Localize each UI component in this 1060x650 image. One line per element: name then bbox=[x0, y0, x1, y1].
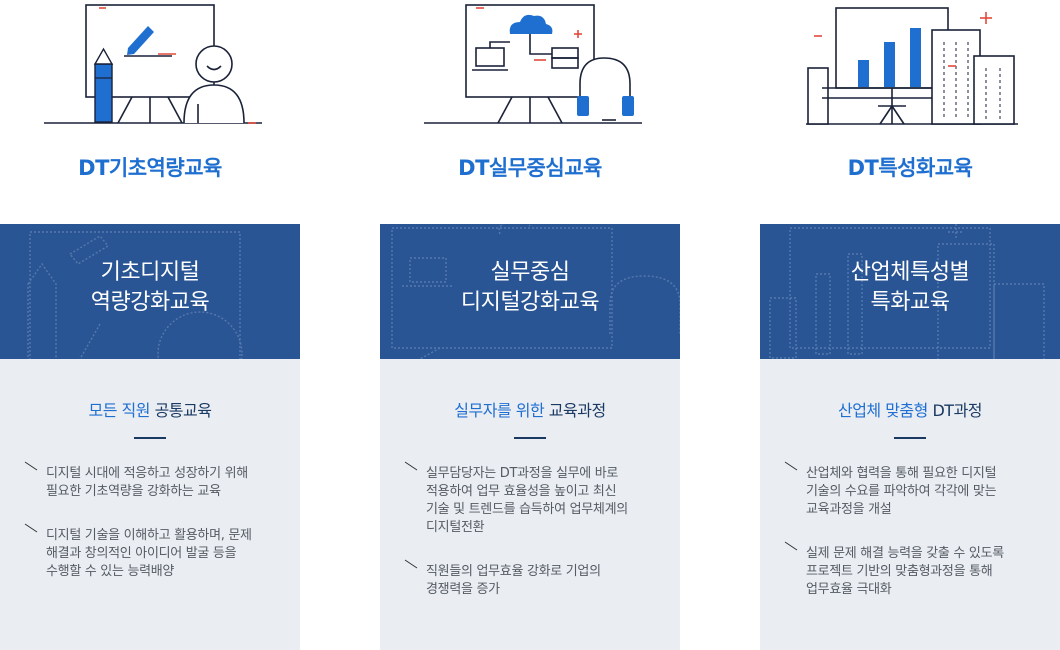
diagonal-bullet-icon bbox=[24, 523, 38, 537]
list-item: 실무담당자는 DT과정을 실무에 바로 적용하여 업무 효율성을 높이고 최신 … bbox=[380, 461, 680, 537]
diagonal-bullet-icon bbox=[784, 541, 798, 555]
list-item: 디지털 기술을 이해하고 활용하며, 문제 해결과 창의적인 아이디어 발굴 등… bbox=[0, 523, 300, 581]
item-line: 수행할 수 있는 능력배양 bbox=[46, 564, 175, 579]
divider bbox=[134, 437, 166, 439]
item-line: 업무효율 극대화 bbox=[806, 582, 892, 597]
item-line: 기술의 수요를 파악하여 각각에 맞는 bbox=[806, 484, 997, 499]
section-subtitle: 산업체 맞춤형 DT과정 bbox=[760, 397, 1060, 421]
column-specialized: DT특성화교육 산업체특성별 특화교육 산업체 맞춤형 DT과정 bbox=[760, 0, 1060, 650]
item-line: 디지털전환 bbox=[426, 520, 485, 535]
item-line: 필요한 기초역량을 강화하는 교육 bbox=[46, 484, 221, 499]
banner-line: 실무중심 bbox=[490, 260, 570, 285]
section-panel: 실무자를 위한 교육과정 실무담당자는 DT과정을 실무에 바로 적용하여 업무… bbox=[380, 359, 680, 650]
diagonal-bullet-icon bbox=[24, 461, 38, 475]
item-line: 직원들의 업무효율 강화로 기업의 bbox=[426, 564, 601, 579]
remote-work-icon bbox=[380, 0, 680, 130]
column-practical: DT실무중심교육 실무중심 디지털강화교육 실무자를 위한 교육과정 bbox=[380, 0, 680, 650]
section-title: DT기초역량교육 bbox=[78, 156, 222, 180]
item-line: 실무담당자는 DT과정을 실무에 바로 bbox=[426, 466, 619, 481]
banner-line: 기초디지털 bbox=[100, 260, 200, 285]
list-item: 실제 문제 해결 능력을 갖출 수 있도록 프로젝트 기반의 맞춤형과정을 통해… bbox=[760, 541, 1060, 599]
item-line: 경쟁력을 증가 bbox=[426, 582, 500, 597]
subtitle-rest: DT과정 bbox=[932, 401, 983, 420]
item-line: 프로젝트 기반의 맞춤형과정을 통해 bbox=[806, 564, 993, 579]
banner-line: 특화교육 bbox=[870, 290, 950, 315]
subtitle-accent: 산업체 맞춤형 bbox=[837, 401, 928, 420]
section-banner: 기초디지털 역량강화교육 bbox=[0, 224, 300, 359]
banner-pattern-icon bbox=[391, 224, 680, 359]
banner-pattern-icon bbox=[769, 224, 1045, 359]
section-subtitle: 실무자를 위한 교육과정 bbox=[380, 397, 680, 421]
section-panel: 모든 직원 공통교육 디지털 시대에 적응하고 성장하기 위해 필요한 기초역량… bbox=[0, 359, 300, 650]
subtitle-rest: 교육과정 bbox=[548, 401, 606, 420]
banner-pattern-icon bbox=[27, 231, 243, 359]
list-item: 직원들의 업무효율 강화로 기업의 경쟁력을 증가 bbox=[380, 559, 680, 599]
teacher-board-icon bbox=[0, 0, 300, 130]
column-basic: DT기초역량교육 기초디지털 역량강화교육 모든 직원 공통교육 디지털 시대에… bbox=[0, 0, 300, 650]
item-line: 산업체와 협력을 통해 필요한 디지털 bbox=[806, 466, 997, 481]
diagonal-bullet-icon bbox=[404, 461, 418, 475]
banner-line: 산업체특성별 bbox=[850, 260, 970, 285]
banner-line: 디지털강화교육 bbox=[460, 290, 600, 315]
item-line: 디지털 기술을 이해하고 활용하며, 문제 bbox=[46, 528, 252, 543]
list-item: 디지털 시대에 적응하고 성장하기 위해 필요한 기초역량을 강화하는 교육 bbox=[0, 461, 300, 501]
subtitle-accent: 실무자를 위한 bbox=[454, 401, 545, 420]
item-line: 실제 문제 해결 능력을 갖출 수 있도록 bbox=[806, 546, 1004, 561]
diagonal-bullet-icon bbox=[784, 461, 798, 475]
subtitle-rest: 공통교육 bbox=[154, 401, 212, 420]
section-banner: 실무중심 디지털강화교육 bbox=[380, 224, 680, 359]
item-line: 기술 및 트렌드를 습득하여 업무체계의 bbox=[426, 502, 628, 517]
item-line: 디지털 시대에 적응하고 성장하기 위해 bbox=[46, 466, 248, 481]
list-item: 산업체와 협력을 통해 필요한 디지털 기술의 수요를 파악하여 각각에 맞는 … bbox=[760, 461, 1060, 519]
item-line: 해결과 창의적인 아이디어 발굴 등을 bbox=[46, 546, 237, 561]
section-panel: 산업체 맞춤형 DT과정 산업체와 협력을 통해 필요한 디지털 기술의 수요를… bbox=[760, 359, 1060, 650]
diagonal-bullet-icon bbox=[404, 559, 418, 573]
divider bbox=[514, 437, 546, 439]
section-title: DT실무중심교육 bbox=[458, 156, 602, 180]
section-title: DT특성화교육 bbox=[847, 156, 973, 180]
subtitle-accent: 모든 직원 bbox=[88, 401, 151, 420]
item-line: 적용하여 업무 효율성을 높이고 최신 bbox=[426, 484, 617, 499]
item-line: 교육과정을 개설 bbox=[806, 502, 892, 517]
banner-line: 역량강화교육 bbox=[90, 290, 210, 315]
divider bbox=[894, 437, 926, 439]
section-subtitle: 모든 직원 공통교육 bbox=[0, 397, 300, 421]
industry-chart-icon bbox=[760, 0, 1060, 130]
section-banner: 산업체특성별 특화교육 bbox=[760, 224, 1060, 359]
